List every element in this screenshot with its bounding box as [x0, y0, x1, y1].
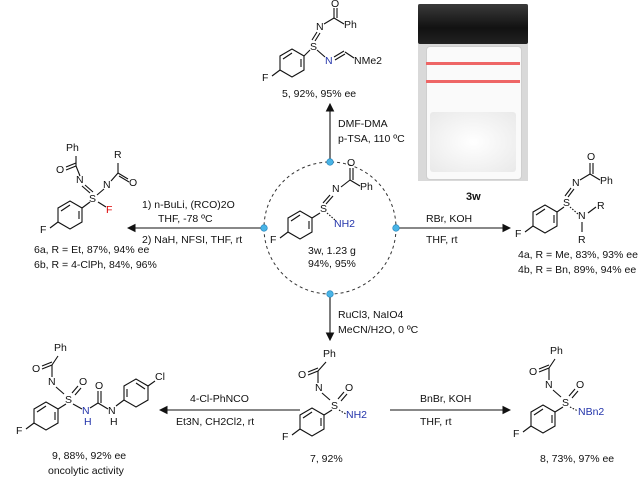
atom-o-1: O — [32, 363, 40, 375]
atom-nbn2: NBn2 — [578, 406, 604, 418]
atom-ph: Ph — [360, 181, 373, 193]
atom-f: F — [513, 428, 519, 440]
atom-ph: Ph — [54, 342, 67, 354]
atom-n: N — [76, 174, 84, 186]
atom-ph: Ph — [344, 19, 357, 31]
atom-s: S — [65, 394, 72, 406]
atom-r-1: R — [597, 200, 605, 212]
atom-n-3: N — [108, 405, 116, 417]
atom-o-3: O — [95, 380, 103, 392]
atom-o-2: O — [129, 177, 137, 189]
atom-f: F — [282, 431, 288, 443]
molecule-8: F S N O Ph O NBn2 8, 73%, 97% ee — [513, 345, 614, 465]
photo-caption: 3w — [466, 191, 481, 203]
center-yield: 94%, 95% — [308, 258, 356, 270]
molecule-9: F S N O Ph O N H O N H Cl 9, 88%, 92% ee… — [16, 342, 165, 477]
atom-cl: Cl — [155, 371, 165, 383]
white-powder — [430, 112, 516, 172]
atom-o-1: O — [56, 164, 64, 176]
atom-o: O — [347, 157, 355, 169]
br-cond-1: BnBr, KOH — [420, 393, 471, 405]
atom-n: N — [315, 382, 323, 394]
vial-cap — [418, 4, 528, 44]
atom-s: S — [89, 193, 96, 205]
atom-s: S — [563, 197, 570, 209]
atom-n-2: N — [103, 179, 111, 191]
atom-ph: Ph — [600, 175, 613, 187]
bottom-product: 7, 92% — [310, 453, 343, 465]
atom-f: F — [270, 234, 276, 246]
atom-s: S — [320, 203, 327, 215]
atom-n: N — [545, 379, 553, 391]
bottom-left-product: 9, 88%, 92% ee — [52, 450, 126, 462]
top-cond-2: p-TSA, 110 ºC — [338, 133, 405, 145]
atom-f: F — [262, 72, 268, 84]
atom-o: O — [331, 0, 339, 10]
atom-n: N — [572, 177, 580, 189]
atom-o-2: O — [345, 382, 353, 394]
right-cond-2: THF, rt — [426, 234, 458, 246]
bottom-right-product: 8, 73%, 97% ee — [540, 453, 614, 465]
bottom-cond-2: MeCN/H2O, 0 ºC — [338, 324, 419, 336]
atom-o-2: O — [576, 379, 584, 391]
center-compound: 3w, 1.23 g — [308, 245, 356, 257]
vial-photo — [418, 4, 528, 181]
atom-o-2: O — [79, 376, 87, 388]
molecule-6: F S N O Ph N O R F 6a, R = Et, 87%, 94% … — [34, 142, 157, 271]
atom-o-1: O — [529, 366, 537, 378]
top-product: 5, 92%, 95% ee — [282, 88, 356, 100]
molecule-7: F S N O Ph O NH2 7, 92% — [282, 348, 367, 465]
dashed-circle — [263, 161, 397, 295]
atom-ph: Ph — [66, 142, 79, 154]
atom-n: N — [332, 183, 340, 195]
bl-cond-1: 4-Cl-PhNCO — [190, 393, 249, 405]
left-cond-3: 2) NaH, NFSI, THF, rt — [142, 234, 242, 246]
atom-ph: Ph — [323, 348, 336, 360]
atom-r-2: R — [578, 234, 586, 246]
dot-bottom — [326, 290, 334, 298]
atom-f: F — [16, 425, 22, 437]
atom-ph: Ph — [550, 345, 563, 357]
dot-top — [326, 158, 334, 166]
atom-s: S — [331, 400, 338, 412]
molecule-5: F S N O Ph N NMe2 5, 92%, 95% ee — [262, 0, 382, 100]
right-cond-1: RBr, KOH — [426, 213, 472, 225]
atom-f: F — [40, 224, 46, 236]
label-stripe-2 — [426, 80, 520, 83]
left-product-b: 6b, R = 4-ClPh, 84%, 96% — [34, 259, 157, 271]
atom-o-1: O — [298, 369, 306, 381]
atom-n: N — [48, 376, 56, 388]
atom-h-3: H — [110, 416, 118, 428]
bottom-cond-1: RuCl3, NaIO4 — [338, 309, 404, 321]
atom-r: R — [114, 149, 122, 161]
atom-nme2: NMe2 — [354, 55, 382, 67]
molecule-4: F S N O Ph N R R 4a, R = Me, 83%, 93% ee… — [515, 151, 638, 276]
atom-s: S — [562, 397, 569, 409]
right-product-b: 4b, R = Bn, 89%, 94% ee — [518, 264, 636, 276]
left-cond-1: 1) n-BuLi, (RCO)2O — [142, 199, 235, 211]
atom-nh2: NH2 — [334, 218, 355, 230]
right-product-a: 4a, R = Me, 83%, 93% ee — [518, 249, 638, 261]
left-cond-2: THF, -78 ºC — [158, 213, 213, 225]
dot-right — [392, 224, 400, 232]
dot-left — [260, 224, 268, 232]
atom-f-red: F — [106, 204, 112, 216]
atom-f: F — [515, 228, 521, 240]
atom-nh-h: H — [84, 416, 92, 428]
atom-n-blue: N — [325, 55, 333, 67]
br-cond-2: THF, rt — [420, 416, 452, 428]
bl-cond-2: Et3N, CH2Cl2, rt — [176, 416, 254, 428]
label-stripe-1 — [426, 62, 520, 65]
atom-nh2: NH2 — [346, 409, 367, 421]
atom-s: S — [310, 41, 317, 53]
atom-nh: N — [82, 405, 90, 417]
atom-n-2: N — [578, 210, 586, 222]
left-product-a: 6a, R = Et, 87%, 94% ee — [34, 244, 149, 256]
top-cond-1: DMF-DMA — [338, 118, 388, 130]
atom-o: O — [587, 151, 595, 163]
bottom-left-note: oncolytic activity — [48, 465, 125, 477]
molecule-3w: F S N O Ph NH2 3w, 1.23 g 94%, 95% — [270, 157, 373, 270]
atom-n: N — [316, 21, 324, 33]
